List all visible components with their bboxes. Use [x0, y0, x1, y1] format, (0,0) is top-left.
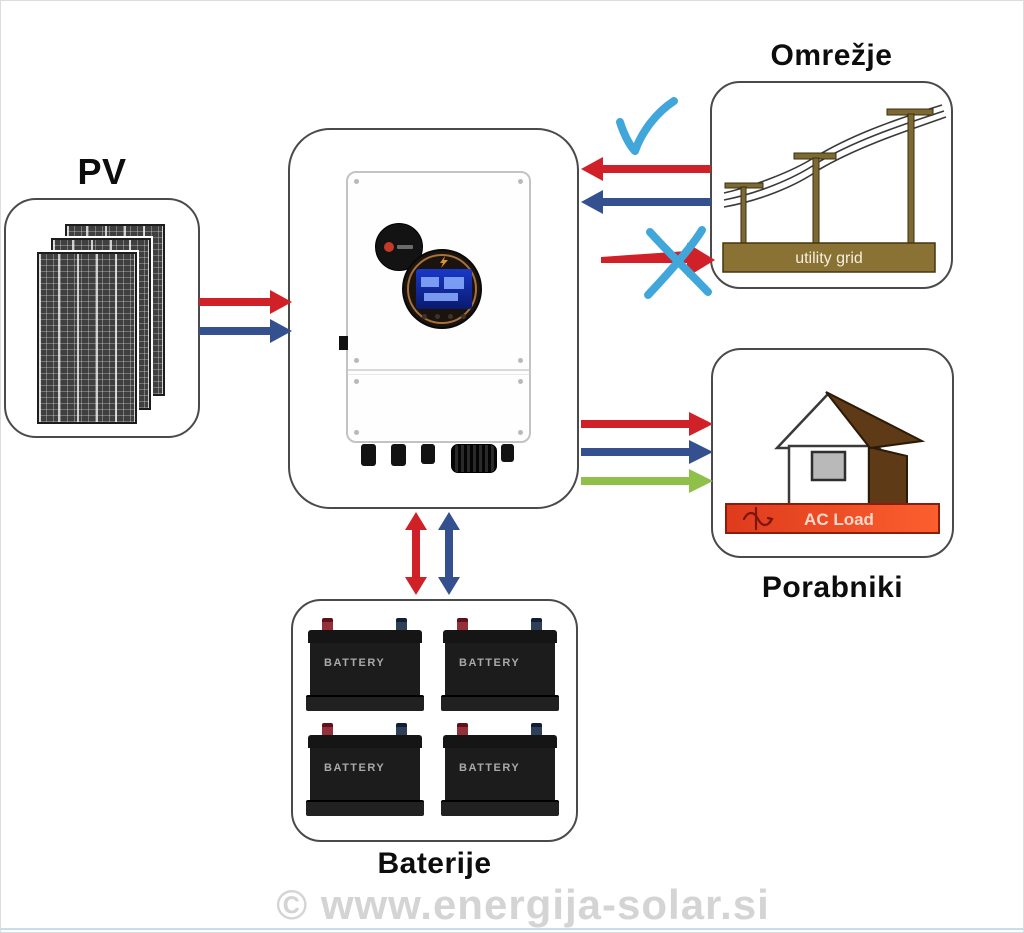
- brand-wordmark: [397, 245, 413, 249]
- battery-node: BATTERY BATTERY BATTERY: [291, 599, 578, 842]
- inverter-panel-seam: [348, 374, 529, 375]
- battery-cell-label: BATTERY: [459, 657, 521, 669]
- battery-cell: BATTERY: [306, 618, 426, 714]
- battery-base: [441, 695, 559, 711]
- battery-negative-terminal: [531, 618, 542, 635]
- battery-cell-label: BATTERY: [324, 657, 386, 669]
- cross-mark-icon: [644, 226, 706, 299]
- screw-icon: [354, 379, 359, 384]
- arrow-inverter-to-grid-red: [601, 243, 715, 277]
- battery-lid: [443, 735, 557, 748]
- house-roof: [825, 391, 926, 450]
- screw-icon: [354, 358, 359, 363]
- inverter-side-connector: [339, 336, 348, 350]
- lcd-segment: [444, 277, 464, 289]
- arrow-pv-to-inverter-blue: [199, 319, 292, 343]
- battery-cell: BATTERY: [441, 723, 561, 819]
- utility-pole: [907, 113, 915, 244]
- ground-bar: [722, 242, 936, 273]
- display-ring: [407, 254, 477, 324]
- ac-waveform-icon: [742, 506, 774, 531]
- inverter-display: [402, 249, 482, 329]
- battery-cell: BATTERY: [306, 723, 426, 819]
- battery-lid: [308, 630, 422, 643]
- arrow-inverter-to-loads-green: [581, 469, 713, 493]
- arrow-inverter-battery-blue: [438, 512, 460, 595]
- cable-gland: [361, 444, 376, 466]
- screw-icon: [354, 179, 359, 184]
- cable-gland: [421, 444, 435, 464]
- display-button: [461, 314, 466, 319]
- house-illustration: AC Load: [725, 391, 940, 534]
- display-button: [422, 314, 427, 319]
- battery-body: BATTERY: [445, 748, 555, 800]
- inverter-device: [339, 171, 531, 473]
- loads-label: Porabniki: [761, 571, 904, 604]
- grid-label: Omrežje: [770, 39, 893, 72]
- battery-body: BATTERY: [310, 643, 420, 695]
- house-window: [810, 450, 847, 482]
- check-mark-icon: [616, 97, 678, 155]
- lcd-screen: [416, 269, 472, 309]
- battery-positive-terminal: [457, 723, 468, 740]
- utility-grid-illustration: utility grid: [722, 104, 947, 273]
- battery-cell-label: BATTERY: [459, 762, 521, 774]
- arrow-pv-to-inverter-red: [199, 290, 292, 314]
- lcd-segment: [421, 277, 439, 287]
- pv-label: PV: [77, 151, 127, 192]
- screw-icon: [518, 179, 523, 184]
- battery-lid: [443, 630, 557, 643]
- utility-pole: [740, 186, 747, 244]
- utility-grid-caption: utility grid: [795, 250, 863, 267]
- battery-base: [306, 695, 424, 711]
- arrow-inverter-to-loads-red: [581, 412, 713, 436]
- arrow-inverter-battery-red: [405, 512, 427, 595]
- ac-load-caption: AC Load: [804, 510, 874, 529]
- battery-negative-terminal: [531, 723, 542, 740]
- bolt-icon: [440, 256, 448, 268]
- ac-load-bar: [725, 503, 940, 534]
- brand-logo-icon: [384, 242, 394, 252]
- arrow-grid-to-inverter-red: [581, 157, 711, 181]
- battery-cell: BATTERY: [441, 618, 561, 714]
- cable-gland-large: [451, 444, 497, 473]
- battery-cell-label: BATTERY: [324, 762, 386, 774]
- battery-base: [306, 800, 424, 816]
- footer-line: [1, 928, 1023, 930]
- battery-base: [441, 800, 559, 816]
- screw-icon: [518, 430, 523, 435]
- solar-panel-icon: [37, 252, 137, 424]
- cable-gland: [501, 444, 514, 462]
- display-button: [435, 314, 440, 319]
- battery-body: BATTERY: [445, 643, 555, 695]
- screw-icon: [518, 358, 523, 363]
- watermark: © www.energija-solar.si: [276, 881, 770, 928]
- display-button: [448, 314, 453, 319]
- house-side-wall: [868, 445, 908, 506]
- battery-label: Baterije: [377, 847, 492, 880]
- cable-gland: [391, 444, 406, 466]
- battery-positive-terminal: [322, 723, 333, 740]
- battery-negative-terminal: [396, 723, 407, 740]
- battery-negative-terminal: [396, 618, 407, 635]
- lcd-segment: [424, 293, 458, 301]
- pv-node: [4, 198, 200, 438]
- battery-lid: [308, 735, 422, 748]
- battery-positive-terminal: [457, 618, 468, 635]
- arrow-inverter-to-loads-blue: [581, 440, 713, 464]
- cross-mark-icon: [646, 228, 712, 296]
- inverter-panel-seam: [348, 369, 529, 371]
- power-line: [723, 116, 947, 208]
- screw-icon: [354, 430, 359, 435]
- arrow-grid-to-inverter-blue: [581, 190, 711, 214]
- battery-positive-terminal: [322, 618, 333, 635]
- battery-body: BATTERY: [310, 748, 420, 800]
- screw-icon: [518, 379, 523, 384]
- utility-pole: [812, 157, 820, 244]
